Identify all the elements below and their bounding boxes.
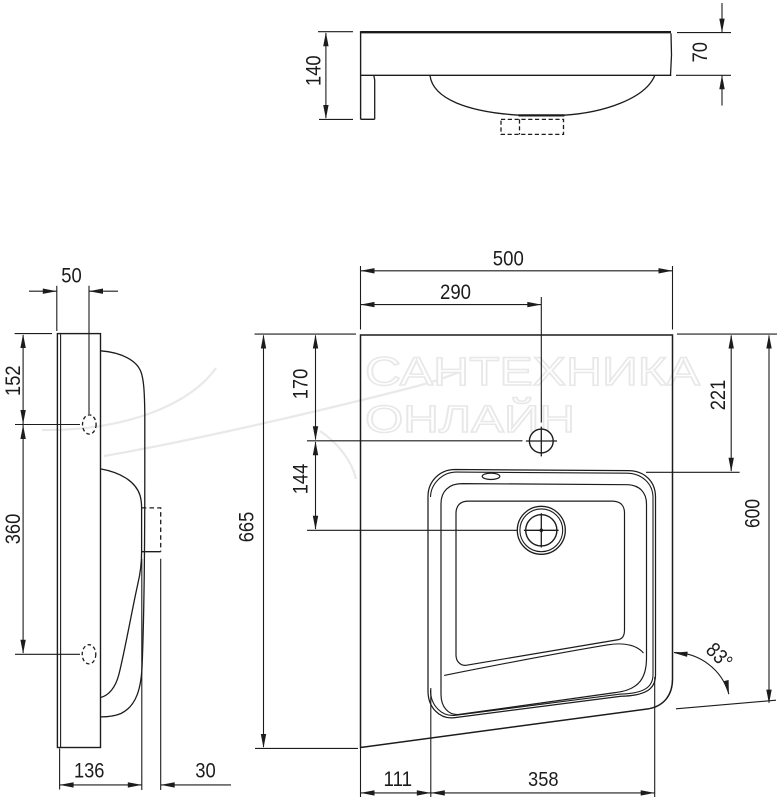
- svg-text:30: 30: [195, 760, 216, 783]
- svg-text:290: 290: [440, 281, 471, 304]
- svg-text:70: 70: [689, 42, 712, 63]
- svg-text:111: 111: [384, 768, 413, 791]
- svg-text:50: 50: [61, 265, 82, 288]
- svg-text:358: 358: [528, 769, 559, 791]
- svg-text:665: 665: [236, 512, 259, 543]
- svg-text:500: 500: [493, 248, 524, 271]
- svg-text:140: 140: [302, 55, 325, 86]
- svg-text:136: 136: [74, 760, 105, 783]
- svg-text:360: 360: [2, 514, 25, 545]
- svg-text:144: 144: [289, 463, 312, 494]
- svg-text:600: 600: [742, 499, 765, 528]
- svg-text:221: 221: [707, 380, 730, 411]
- svg-text:САНТЕХНИКА: САНТЕХНИКА: [365, 350, 700, 394]
- svg-text:152: 152: [2, 365, 25, 396]
- svg-text:170: 170: [289, 369, 312, 400]
